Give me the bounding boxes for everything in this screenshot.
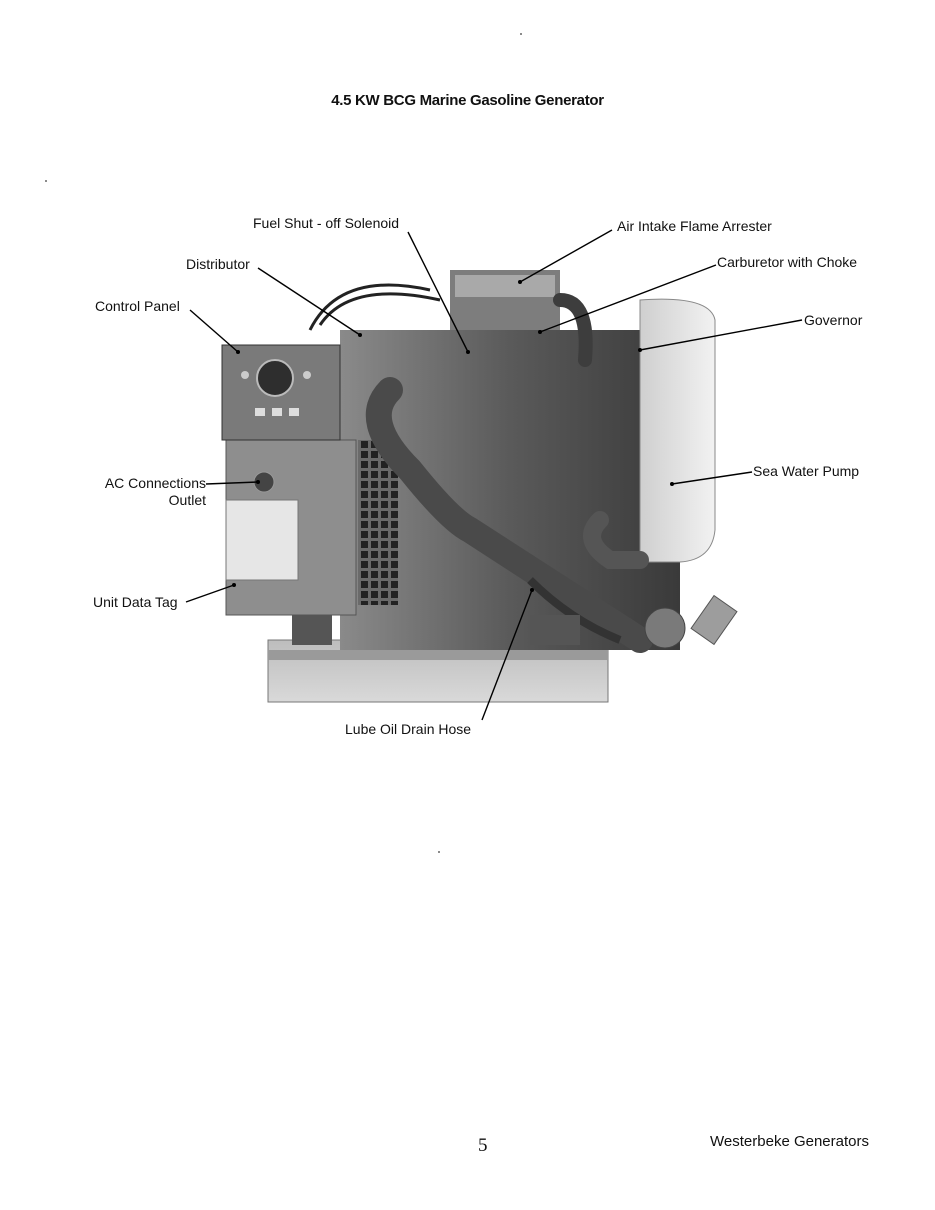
scan-speck — [438, 851, 440, 853]
label-fuel-solenoid: Fuel Shut - off Solenoid — [253, 215, 400, 231]
page-title: 4.5 KW BCG Marine Gasoline Generator — [331, 92, 604, 109]
leader-lines — [185, 229, 803, 721]
scan-speck — [520, 33, 522, 35]
leader-arrowheads — [232, 280, 674, 592]
scan-speck — [45, 180, 47, 182]
generator-illustration — [221, 270, 738, 703]
page-number: 5 — [478, 1135, 488, 1156]
label-unit-data-tag: Unit Data Tag — [93, 594, 178, 610]
label-sea-water-pump: Sea Water Pump — [753, 463, 860, 479]
footer-company: Westerbeke Generators — [710, 1133, 869, 1150]
label-carburetor: Carburetor with Choke — [717, 254, 858, 270]
label-governor: Governor — [804, 312, 863, 328]
label-control-panel: Control Panel — [95, 298, 180, 314]
label-lube-oil-drain: Lube Oil Drain Hose — [345, 721, 472, 737]
label-air-intake: Air Intake Flame Arrester — [617, 218, 772, 234]
label-ac-connections: AC Connections Outlet — [95, 475, 206, 509]
label-ac-connections-line2: Outlet — [168, 492, 206, 508]
label-ac-connections-line1: AC Connections — [104, 475, 206, 491]
label-distributor: Distributor — [186, 256, 250, 272]
